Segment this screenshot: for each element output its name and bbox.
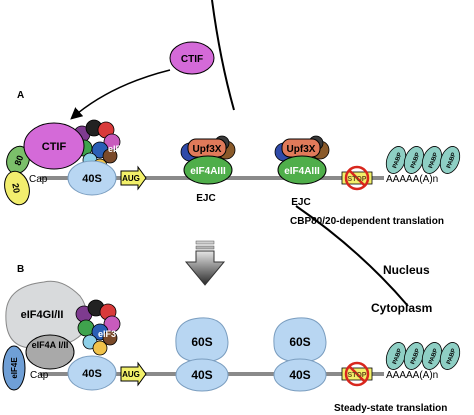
eif4aiii-2 <box>277 155 327 185</box>
ribosome-80s-2: 60S 40S <box>273 317 327 392</box>
ribosome-60s-label-1: 60S <box>191 335 212 349</box>
ribosome-40s-a: 40S <box>67 160 117 196</box>
upf3x-label-1: Upf3X <box>193 144 222 155</box>
panel-b-label: B <box>17 264 24 275</box>
ejc-label-2: EJC <box>291 197 310 208</box>
aug-label-b: AUG <box>122 370 140 379</box>
pabp-label-a-2: PABP <box>410 152 421 169</box>
eif3-label-b: eIF3 <box>98 329 116 339</box>
pabp-label-b-1: PABP <box>392 348 403 365</box>
eif4e: eIF4E <box>2 345 26 391</box>
aug-codon-b: AUG <box>120 361 147 387</box>
pabp-group-a: PABP PABP PABP PABP <box>385 146 461 174</box>
ribosome-80s-1: 60S 40S <box>175 317 229 392</box>
ribosome-40s-label-3: 40S <box>289 368 310 382</box>
aug-codon-a: AUG <box>120 165 147 191</box>
pabp-group-b: PABP PABP PABP PABP <box>385 342 461 370</box>
cap-label-a: Cap <box>29 174 48 185</box>
pabp-label-a-4: PABP <box>446 152 457 169</box>
cap-label-b: Cap <box>30 370 49 381</box>
eif4aiii-1 <box>183 155 233 185</box>
ejc-2: Upf3X eIF4AIII <box>274 135 330 185</box>
stop-label-b: STOP <box>348 372 367 379</box>
cytoplasm-label: Cytoplasm <box>371 301 432 315</box>
ctif-free: CTIF <box>169 41 215 75</box>
eif4aiii-label-2: eIF4AIII <box>284 166 320 177</box>
pabp-label-b-4: PABP <box>446 348 457 365</box>
eif3-label-a: eIF3 <box>108 144 126 154</box>
pabp-label-a-1: PABP <box>392 152 403 169</box>
polya-label-a: AAAAA(A)n <box>386 174 438 185</box>
pabp-label-a-3: PABP <box>428 152 439 169</box>
eif4a: eIF4A I/II <box>25 334 75 370</box>
ribosome-40s-label-b: 40S <box>82 368 102 380</box>
stop-label-a: STOP <box>348 176 367 183</box>
nuclear-envelope-top <box>211 0 235 111</box>
cbp80: 80 <box>6 145 30 175</box>
nuclear-envelope-bottom <box>295 205 409 307</box>
ribosome-40s-b: 40S <box>67 355 117 391</box>
ribosome-40s-label-2: 40S <box>191 368 212 382</box>
ribosome-40s-label-a: 40S <box>82 173 102 185</box>
panel-a-label: A <box>17 90 24 101</box>
polya-label-b: AAAAA(A)n <box>386 370 438 381</box>
aug-label-a: AUG <box>122 174 140 183</box>
ejc-1: Upf3X eIF4AIII <box>180 135 236 185</box>
eif3-cluster-b: eIF3 <box>75 299 121 356</box>
cbp20: 20 <box>4 170 30 206</box>
ctif-binding-arrow <box>70 69 171 120</box>
eif4aiii-label-1: eIF4AIII <box>190 166 226 177</box>
caption-a: CBP80/20-dependent translation <box>290 216 444 227</box>
transition-arrow <box>184 240 226 286</box>
eif4e-label: eIF4E <box>10 357 19 379</box>
cbp20-label: 20 <box>10 182 22 194</box>
ctif-bound: CTIF <box>23 122 85 170</box>
eif4a-label: eIF4A I/II <box>32 340 69 350</box>
pabp-label-b-3: PABP <box>428 348 439 365</box>
stop-codon-a: STOP <box>341 165 373 191</box>
nucleus-label: Nucleus <box>383 263 430 277</box>
stop-codon-b: STOP <box>341 361 373 387</box>
cbp80-label: 80 <box>13 154 26 167</box>
caption-b: Steady-state translation <box>334 403 447 414</box>
ribosome-60s-label-2: 60S <box>289 335 310 349</box>
ctif-bound-label: CTIF <box>42 141 67 153</box>
eif4g-label: eIF4GI/II <box>21 309 64 321</box>
ejc-label-1: EJC <box>196 193 215 204</box>
pabp-label-b-2: PABP <box>410 348 421 365</box>
upf3x-label-2: Upf3X <box>287 144 316 155</box>
ctif-free-label: CTIF <box>181 54 203 65</box>
